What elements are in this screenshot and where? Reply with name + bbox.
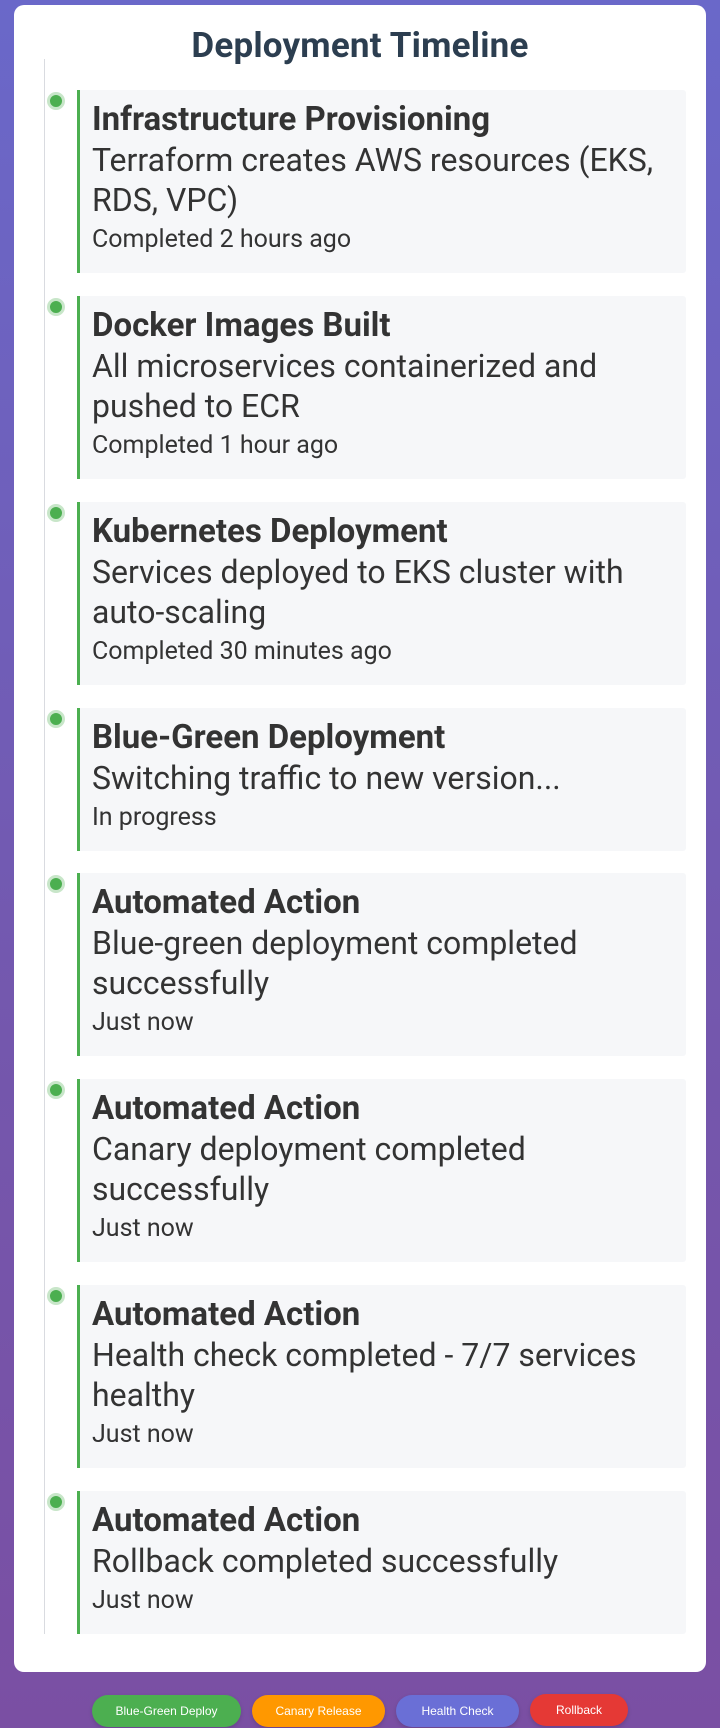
health-check-button[interactable]: Health Check <box>396 1695 519 1727</box>
timeline-rail <box>44 59 45 1634</box>
timeline-panel: Deployment Timeline Infrastructure Provi… <box>14 5 706 1672</box>
timeline-item-title: Kubernetes Deployment <box>92 512 448 551</box>
timeline-item-time: In progress <box>92 803 217 832</box>
page-title: Deployment Timeline <box>191 25 529 66</box>
rollback-button[interactable]: Rollback <box>530 1694 628 1726</box>
timeline-item-description: Terraform creates AWS resources (EKS, RD… <box>92 141 654 219</box>
timeline-item-description: Switching traffic to new version... <box>92 759 561 797</box>
status-dot-icon <box>47 504 65 522</box>
timeline-item-automated-blue-green: Automated Action Blue-green deployment c… <box>47 873 686 1056</box>
timeline-item-title: Automated Action <box>92 1501 361 1540</box>
timeline-item-infrastructure: Infrastructure Provisioning Terraform cr… <box>47 90 686 273</box>
timeline-item-time: Just now <box>92 1586 194 1615</box>
timeline-item-blue-green: Blue-Green Deployment Switching traffic … <box>47 708 686 851</box>
timeline-item-description: All microservices containerized and push… <box>92 347 598 425</box>
action-bar: Blue-Green Deploy Canary Release Health … <box>0 1694 720 1728</box>
timeline-item-title: Automated Action <box>92 1089 361 1128</box>
blue-green-deploy-button[interactable]: Blue-Green Deploy <box>92 1695 241 1727</box>
timeline-item-description: Services deployed to EKS cluster with au… <box>92 553 624 631</box>
timeline-item-description: Blue-green deployment completed successf… <box>92 924 578 1002</box>
status-dot-icon <box>47 1493 65 1511</box>
timeline-item-automated-health: Automated Action Health check completed … <box>47 1285 686 1468</box>
timeline-item-time: Just now <box>92 1420 194 1449</box>
timeline-item-time: Just now <box>92 1008 194 1037</box>
timeline-item-time: Completed 1 hour ago <box>92 431 339 460</box>
status-dot-icon <box>47 1081 65 1099</box>
timeline-item-kubernetes: Kubernetes Deployment Services deployed … <box>47 502 686 685</box>
status-dot-icon <box>47 875 65 893</box>
timeline-item-title: Automated Action <box>92 1295 361 1334</box>
status-dot-icon <box>47 1287 65 1305</box>
timeline-item-title: Infrastructure Provisioning <box>92 100 491 139</box>
timeline-item-automated-canary: Automated Action Canary deployment compl… <box>47 1079 686 1262</box>
status-dot-icon <box>47 298 65 316</box>
timeline-item-time: Completed 2 hours ago <box>92 225 352 254</box>
timeline-item-time: Completed 30 minutes ago <box>92 637 392 666</box>
timeline-item-title: Automated Action <box>92 883 361 922</box>
timeline-item-docker: Docker Images Built All microservices co… <box>47 296 686 479</box>
timeline-item-automated-rollback: Automated Action Rollback completed succ… <box>47 1491 686 1634</box>
status-dot-icon <box>47 710 65 728</box>
timeline-item-title: Docker Images Built <box>92 306 391 345</box>
timeline-item-title: Blue-Green Deployment <box>92 718 446 757</box>
status-dot-icon <box>47 92 65 110</box>
timeline-item-description: Rollback completed successfully <box>92 1542 559 1580</box>
timeline-item-description: Canary deployment completed successfully <box>92 1130 526 1208</box>
timeline-list: Infrastructure Provisioning Terraform cr… <box>14 5 706 1672</box>
timeline-item-description: Health check completed - 7/7 services he… <box>92 1336 637 1414</box>
timeline-item-time: Just now <box>92 1214 194 1243</box>
canary-release-button[interactable]: Canary Release <box>252 1695 385 1727</box>
